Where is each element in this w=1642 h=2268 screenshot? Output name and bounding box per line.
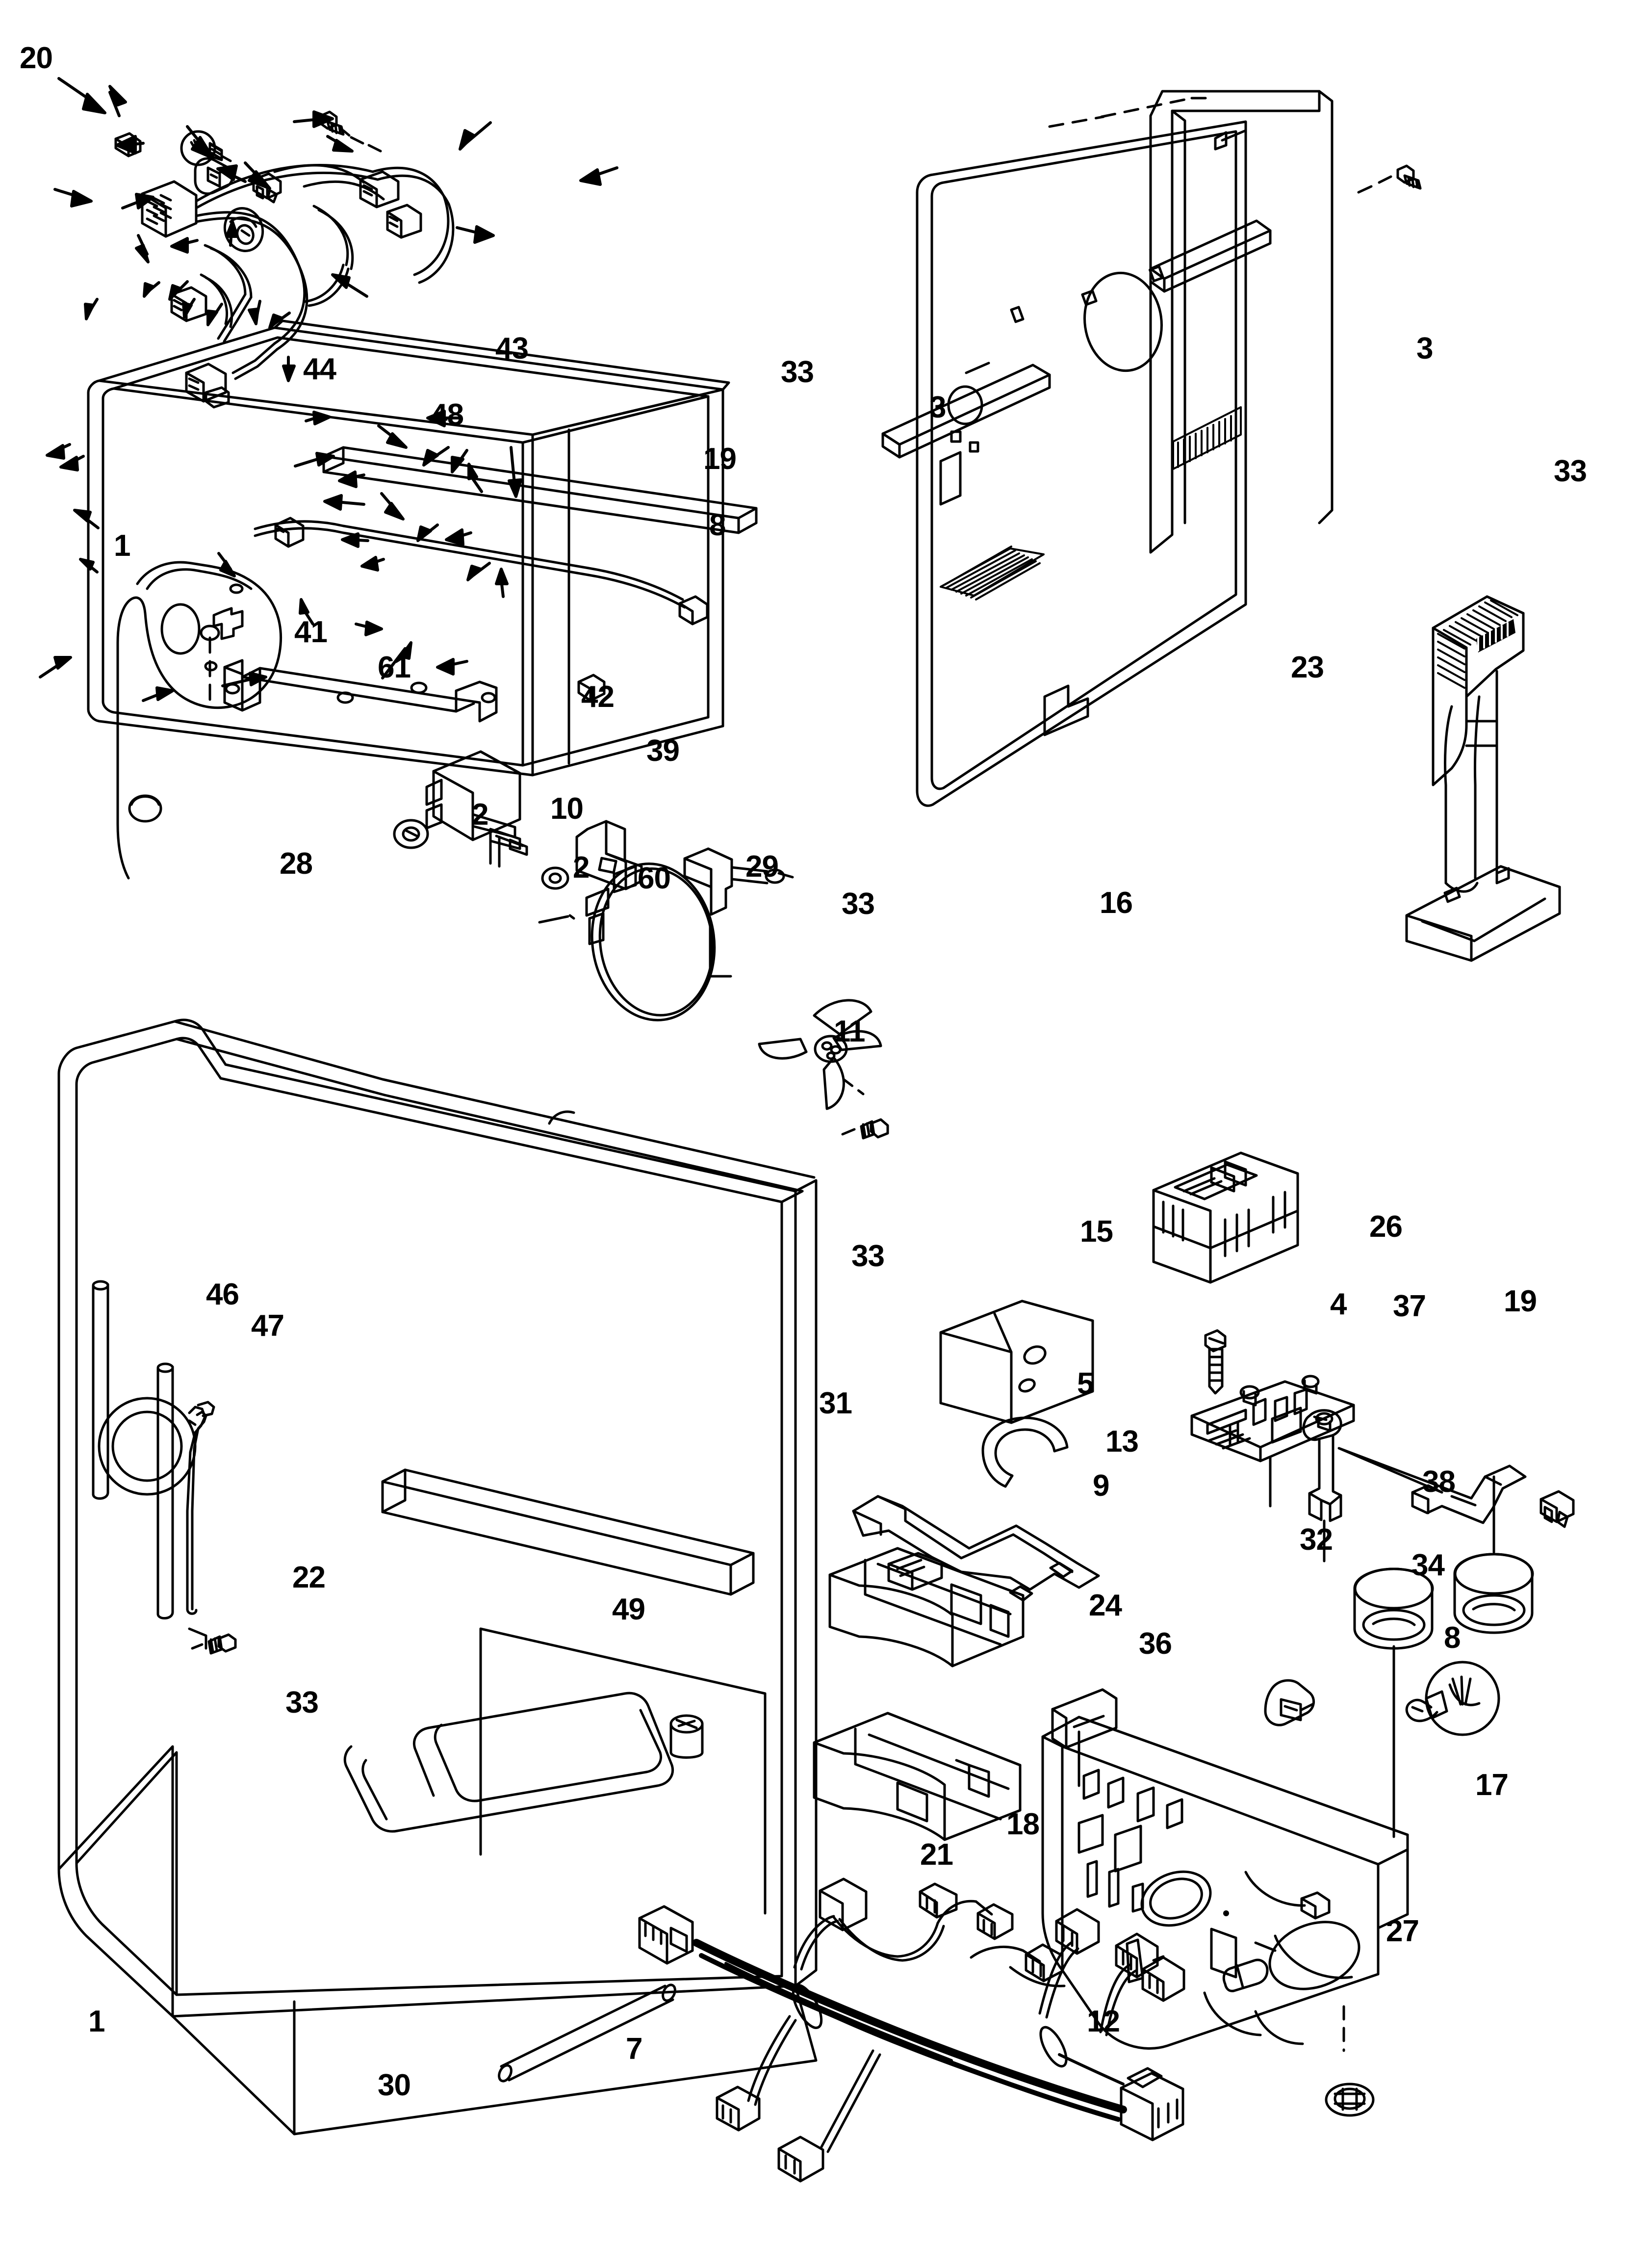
bushing-2a xyxy=(393,819,429,849)
bushing-2b xyxy=(541,866,569,890)
wire-41 xyxy=(254,517,709,702)
callout-37: 37 xyxy=(1393,1289,1426,1323)
callout-11: 11 xyxy=(834,1015,866,1048)
callout-27: 27 xyxy=(1386,1914,1419,1948)
callout-43: 43 xyxy=(495,332,529,365)
bulb-8-lower xyxy=(1405,1661,1500,1736)
callout-47: 47 xyxy=(251,1309,284,1343)
callout-44: 44 xyxy=(303,352,336,386)
callout-10: 10 xyxy=(550,792,584,826)
callout-28: 28 xyxy=(280,847,313,881)
rod-30 xyxy=(498,1983,676,2083)
callout-18: 18 xyxy=(1006,1807,1040,1841)
plug-49 xyxy=(669,1714,704,1759)
callout-32: 32 xyxy=(1300,1523,1333,1557)
callout-2-b: 2 xyxy=(573,851,590,885)
callout-33-blade: 33 xyxy=(851,1239,885,1273)
rear-panel-16 xyxy=(916,90,1334,807)
callout-61: 61 xyxy=(378,651,411,684)
callout-2-a: 2 xyxy=(472,798,488,832)
callout-4: 4 xyxy=(1330,1287,1347,1321)
callout-30: 30 xyxy=(378,2068,411,2102)
callout-34: 34 xyxy=(1411,1548,1445,1582)
connector-19-right xyxy=(1539,1490,1575,1528)
callout-12: 12 xyxy=(1087,2005,1120,2038)
callout-1-upper: 1 xyxy=(114,529,130,563)
dispenser-23 xyxy=(1405,595,1561,962)
callout-41: 41 xyxy=(294,615,328,649)
callout-39: 39 xyxy=(646,734,680,768)
callout-9: 9 xyxy=(1093,1469,1109,1503)
leader-lines xyxy=(39,77,618,702)
liner-lower-1 xyxy=(57,1018,818,2136)
callout-24: 24 xyxy=(1089,1589,1122,1622)
callout-1-lower: 1 xyxy=(88,2005,105,2038)
callout-33-fan: 33 xyxy=(842,887,875,921)
fan-bracket-29 xyxy=(538,847,794,1021)
thermostat-10 xyxy=(425,750,528,868)
callout-60: 60 xyxy=(638,861,671,895)
trough-9 xyxy=(852,1495,1100,1602)
door-seal-3a xyxy=(881,364,1051,459)
callout-3-left: 3 xyxy=(929,391,946,424)
callout-19-top: 19 xyxy=(703,442,737,476)
callout-20: 20 xyxy=(20,41,53,75)
socket-17 xyxy=(1264,1679,1315,1726)
callout-23: 23 xyxy=(1291,651,1324,684)
callout-31: 31 xyxy=(819,1386,852,1420)
plate-31 xyxy=(939,1300,1094,1424)
callout-38: 38 xyxy=(1422,1465,1456,1499)
callout-8-top: 8 xyxy=(709,508,726,542)
callout-22: 22 xyxy=(292,1561,326,1594)
wire-harness-20 xyxy=(141,164,455,409)
callout-15: 15 xyxy=(1080,1215,1113,1249)
fuse-18 xyxy=(1222,1958,1269,1992)
bracket-61 xyxy=(223,659,498,723)
callout-19-right: 19 xyxy=(1504,1284,1537,1318)
lever-37 xyxy=(1302,1409,1342,1563)
callout-13: 13 xyxy=(1105,1425,1139,1459)
callout-46: 46 xyxy=(206,1277,239,1311)
harness-7 xyxy=(638,1877,1185,2183)
callout-3-right: 3 xyxy=(1416,332,1433,365)
callout-33-top: 33 xyxy=(781,355,814,389)
callout-33-22: 33 xyxy=(285,1686,319,1720)
callout-21: 21 xyxy=(920,1838,953,1872)
screw-15 xyxy=(1204,1329,1227,1395)
screw-33b xyxy=(1357,164,1422,194)
callout-8-lower: 8 xyxy=(1444,1621,1461,1655)
callout-36: 36 xyxy=(1139,1627,1172,1661)
callout-48: 48 xyxy=(431,398,464,432)
tube-47 xyxy=(156,1362,174,1619)
clip-5 xyxy=(981,1416,1069,1488)
probe-22 xyxy=(186,1401,215,1650)
bracket-60 xyxy=(575,820,643,890)
callout-42: 42 xyxy=(581,680,615,714)
cup-32 xyxy=(1353,1567,1434,1728)
timer-26 xyxy=(1152,1151,1299,1284)
callout-16: 16 xyxy=(1100,886,1133,920)
screw-33-probe xyxy=(191,1633,237,1655)
liner-upper-1 xyxy=(87,319,730,777)
end-cap-21 xyxy=(813,1712,1022,1841)
door-seal-3b xyxy=(1149,219,1272,293)
callout-17: 17 xyxy=(1475,1768,1509,1802)
control-board-4 xyxy=(1190,1375,1355,1508)
tube-46 xyxy=(92,1280,109,1500)
callout-26: 26 xyxy=(1369,1210,1403,1244)
callout-33-right: 33 xyxy=(1554,454,1587,488)
callout-49: 49 xyxy=(612,1592,645,1626)
nut-27 xyxy=(1325,2083,1375,2117)
callout-29: 29 xyxy=(745,850,779,884)
end-cap-24 xyxy=(828,1547,1025,1668)
callout-7: 7 xyxy=(626,2032,642,2066)
callout-5: 5 xyxy=(1077,1367,1094,1401)
top-rail-strip xyxy=(322,446,758,534)
cup-34 xyxy=(1453,1475,1534,1634)
screw-33-fan xyxy=(841,1118,889,1140)
fan-blade-11 xyxy=(758,999,882,1110)
